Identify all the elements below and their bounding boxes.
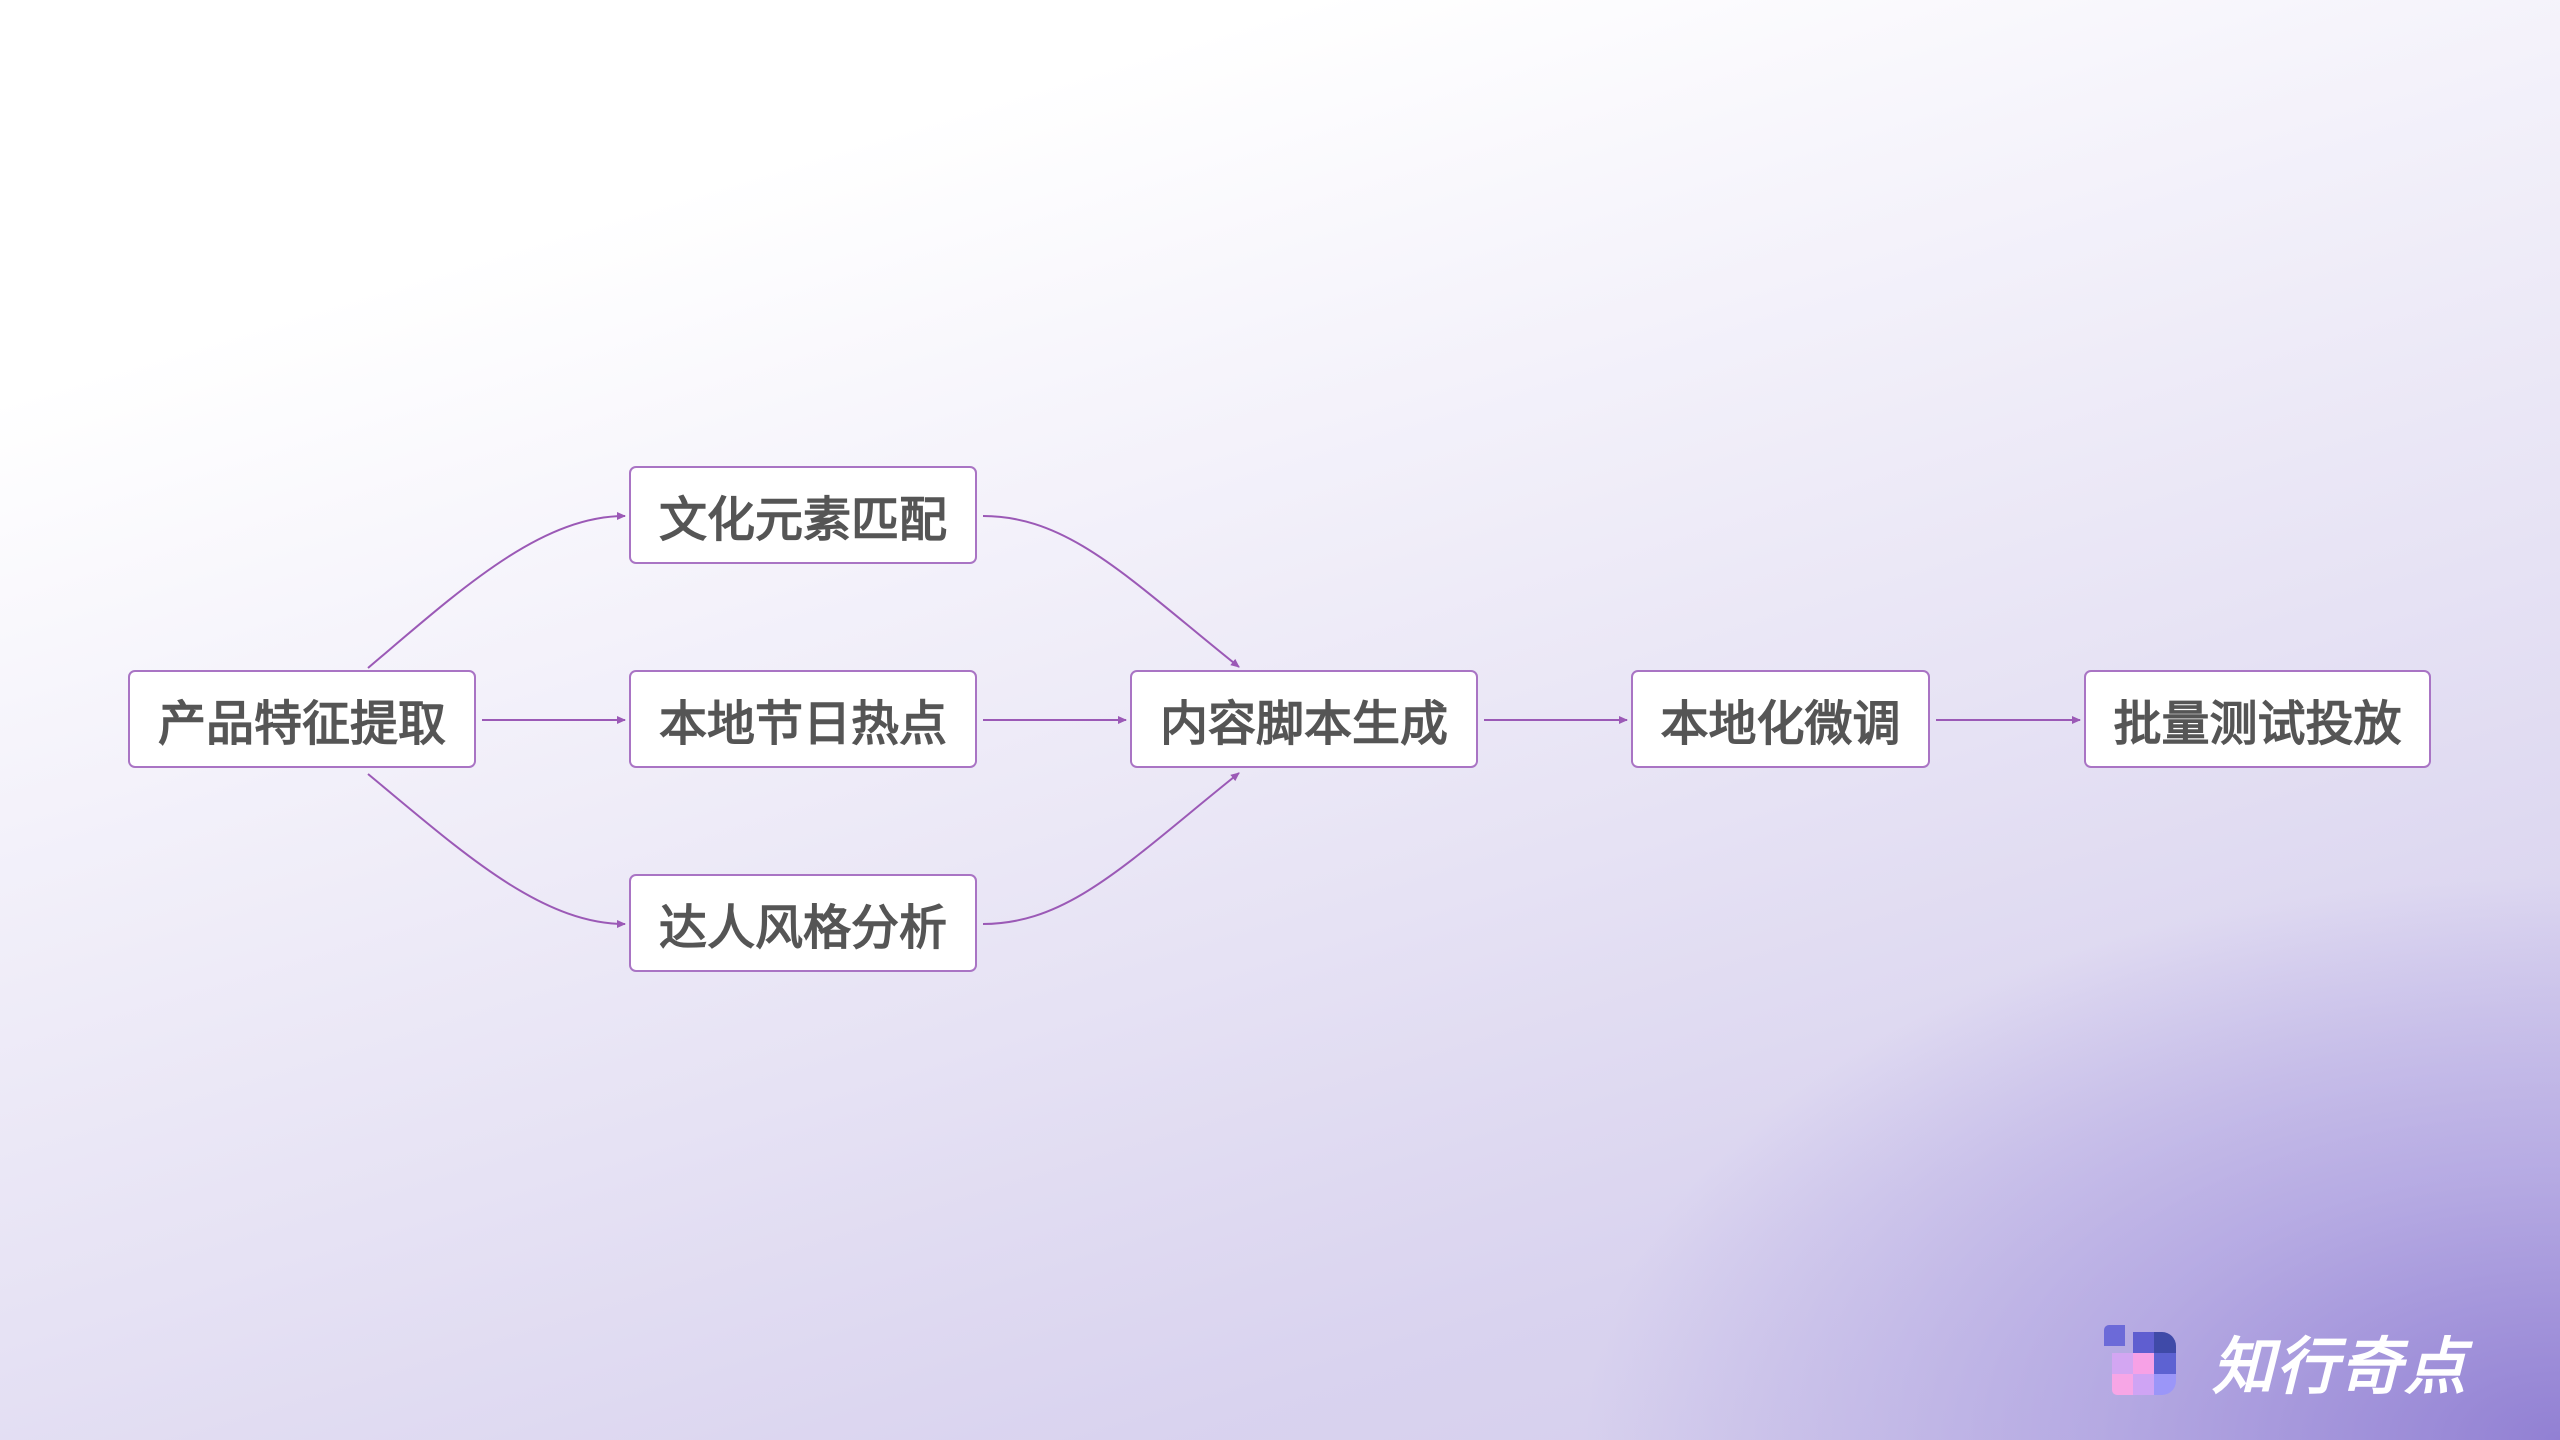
edge-n4-n5 bbox=[982, 772, 1240, 925]
node-local-holidays[interactable]: 本地节日热点 bbox=[629, 670, 977, 768]
node-script-generation[interactable]: 内容脚本生成 bbox=[1130, 670, 1478, 768]
edge-n2-n5 bbox=[982, 515, 1240, 668]
brand-logo: 知行奇点 bbox=[2104, 1316, 2468, 1406]
node-batch-testing[interactable]: 批量测试投放 bbox=[2084, 670, 2431, 768]
brand-logo-icon bbox=[2104, 1325, 2176, 1397]
node-influencer-style[interactable]: 达人风格分析 bbox=[629, 874, 977, 972]
node-culture-match[interactable]: 文化元素匹配 bbox=[629, 466, 977, 564]
edge-n1-n2 bbox=[367, 512, 626, 669]
node-localization-tuning[interactable]: 本地化微调 bbox=[1631, 670, 1930, 768]
brand-name: 知行奇点 bbox=[2212, 1330, 2469, 1403]
edge-n1-n4 bbox=[367, 773, 626, 928]
node-product-features[interactable]: 产品特征提取 bbox=[128, 670, 476, 768]
